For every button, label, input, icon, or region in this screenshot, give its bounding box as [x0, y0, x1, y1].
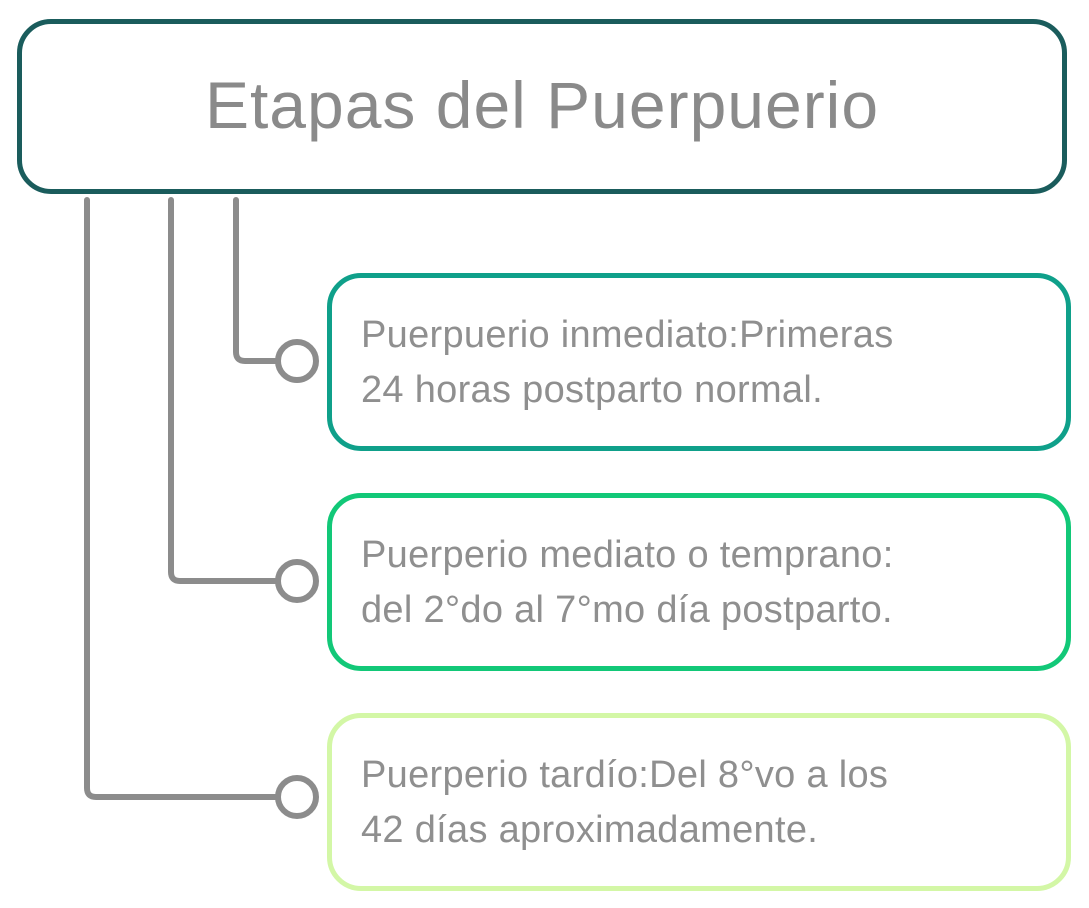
connector-stage-1: [233, 197, 281, 364]
connector-stage-2: [168, 197, 281, 584]
connector-node-2: [275, 559, 319, 603]
stage-box-mediato: Puerperio mediato o temprano: del 2°do a…: [327, 493, 1071, 671]
connector-stage-3: [84, 197, 281, 800]
stage-text-line2: del 2°do al 7°mo día postparto.: [361, 589, 893, 631]
diagram-title: Etapas del Puerpuerio: [204, 67, 880, 142]
stage-box-inmediato: Puerpuerio inmediato:Primeras 24 horas p…: [327, 273, 1071, 451]
stage-text-line1: Puerpuerio inmediato:Primeras: [361, 314, 894, 356]
connector-node-3: [275, 775, 319, 819]
stage-text-line2: 24 horas postparto normal.: [361, 369, 823, 411]
title-box: Etapas del Puerpuerio: [17, 19, 1067, 194]
connector-node-1: [275, 339, 319, 383]
stage-text-line2: 42 días aproximadamente.: [361, 809, 819, 851]
stage-box-tardio: Puerperio tardío:Del 8°vo a los 42 días …: [327, 713, 1071, 891]
stage-text-line1: Puerperio tardío:Del 8°vo a los: [361, 754, 889, 796]
stage-text-line1: Puerperio mediato o temprano:: [361, 534, 894, 576]
